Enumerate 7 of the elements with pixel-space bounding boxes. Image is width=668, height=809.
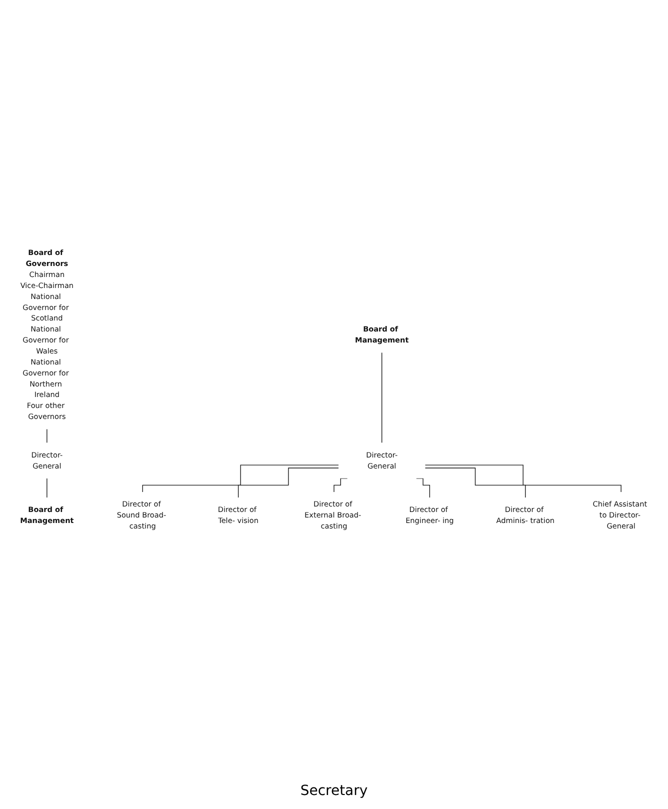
connector [142, 464, 339, 492]
connector [424, 468, 526, 498]
connector [46, 428, 48, 444]
connector [424, 464, 622, 492]
connector [238, 468, 339, 498]
note-text: Secretary [300, 783, 368, 799]
connector [46, 478, 48, 498]
